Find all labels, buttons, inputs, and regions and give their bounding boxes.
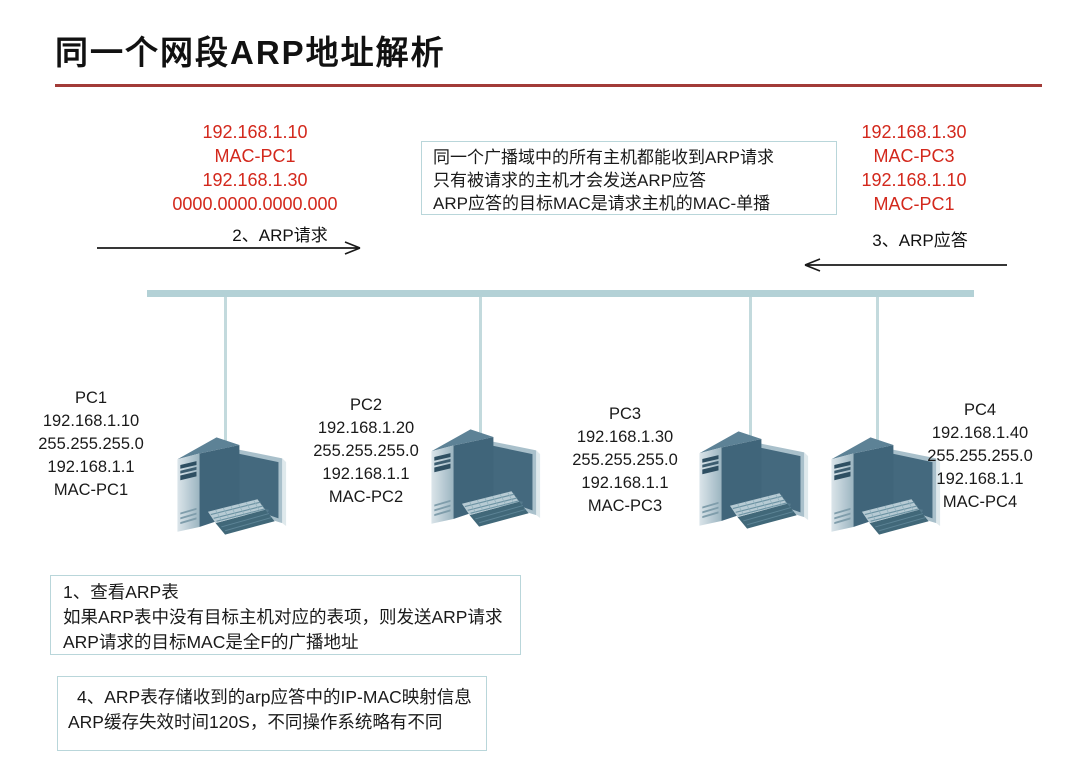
bus-drop-pc1 xyxy=(224,297,227,447)
arp-request-arrow-label: 2、ARP请求 xyxy=(232,226,328,245)
page-title: 同一个网段ARP地址解析 xyxy=(55,34,446,71)
pc2-label: PC2 192.168.1.20 255.255.255.0 192.168.1… xyxy=(295,394,437,509)
arp-reply-arrow-label: 3、ARP应答 xyxy=(872,231,968,250)
packet-line: MAC-PC1 xyxy=(214,146,296,166)
broadcast-note-box: 同一个广播域中的所有主机都能收到ARP请求 只有被请求的主机才会发送ARP应答 … xyxy=(421,141,837,215)
note-line: 1、查看ARP表 xyxy=(63,582,179,602)
pc-icon xyxy=(698,430,809,530)
pc3-label: PC3 192.168.1.30 255.255.255.0 192.168.1… xyxy=(554,403,696,518)
pc4-label: PC4 192.168.1.40 255.255.255.0 192.168.1… xyxy=(906,399,1054,514)
host-mask: 255.255.255.0 xyxy=(927,447,1033,465)
host-mac: MAC-PC3 xyxy=(587,497,663,515)
host-name: PC1 xyxy=(74,389,108,407)
host-mask: 255.255.255.0 xyxy=(313,442,419,460)
host-gateway: 192.168.1.1 xyxy=(47,458,135,476)
packet-line: 192.168.1.30 xyxy=(202,170,308,190)
host-mask: 255.255.255.0 xyxy=(38,435,144,453)
packet-line: 0000.0000.0000.000 xyxy=(172,194,338,214)
packet-line: MAC-PC1 xyxy=(873,194,955,214)
host-ip: 192.168.1.40 xyxy=(931,424,1029,442)
ethernet-bus xyxy=(147,290,974,297)
arp-request-packet-info: 192.168.1.10 MAC-PC1 192.168.1.30 0000.0… xyxy=(138,120,372,216)
packet-line: 192.168.1.10 xyxy=(861,170,967,190)
host-gateway: 192.168.1.1 xyxy=(936,470,1024,488)
note-line: 4、ARP表存储收到的arp应答中的IP-MAC映射信息 xyxy=(77,687,472,707)
host-name: PC3 xyxy=(608,405,642,423)
note-line: 如果ARP表中没有目标主机对应的表项，则发送ARP请求 xyxy=(63,607,503,627)
pc-icon xyxy=(430,428,541,528)
note-line: ARP应答的目标MAC是请求主机的MAC-单播 xyxy=(433,194,771,213)
host-name: PC2 xyxy=(349,396,383,414)
host-gateway: 192.168.1.1 xyxy=(581,474,669,492)
note-line: ARP请求的目标MAC是全F的广播地址 xyxy=(63,632,359,652)
bus-drop-pc3 xyxy=(749,297,752,441)
packet-line: MAC-PC3 xyxy=(873,146,955,166)
arp-lookup-note-box: 1、查看ARP表 如果ARP表中没有目标主机对应的表项，则发送ARP请求 ARP… xyxy=(50,575,521,655)
arp-request-arrow-icon xyxy=(97,241,361,255)
bus-drop-pc4 xyxy=(876,297,879,447)
note-line: 只有被请求的主机才会发送ARP应答 xyxy=(433,171,706,190)
note-line: ARP缓存失效时间120S，不同操作系统略有不同 xyxy=(68,712,443,732)
arp-reply-arrow-icon xyxy=(804,258,1007,272)
arp-reply-packet-info: 192.168.1.30 MAC-PC3 192.168.1.10 MAC-PC… xyxy=(828,120,1000,216)
host-mac: MAC-PC4 xyxy=(942,493,1018,511)
host-mask: 255.255.255.0 xyxy=(572,451,678,469)
host-mac: MAC-PC2 xyxy=(328,488,404,506)
pc1-label: PC1 192.168.1.10 255.255.255.0 192.168.1… xyxy=(20,387,162,502)
pc-icon xyxy=(176,436,287,536)
host-name: PC4 xyxy=(963,401,997,419)
packet-line: 192.168.1.30 xyxy=(861,122,967,142)
host-ip: 192.168.1.30 xyxy=(576,428,674,446)
title-underline xyxy=(55,84,1042,87)
bus-drop-pc2 xyxy=(479,297,482,439)
host-gateway: 192.168.1.1 xyxy=(322,465,410,483)
host-ip: 192.168.1.20 xyxy=(317,419,415,437)
host-mac: MAC-PC1 xyxy=(53,481,129,499)
packet-line: 192.168.1.10 xyxy=(202,122,308,142)
note-line: 同一个广播域中的所有主机都能收到ARP请求 xyxy=(433,148,774,167)
host-ip: 192.168.1.10 xyxy=(42,412,140,430)
arp-cache-note-box: 4、ARP表存储收到的arp应答中的IP-MAC映射信息 ARP缓存失效时间12… xyxy=(57,676,487,751)
